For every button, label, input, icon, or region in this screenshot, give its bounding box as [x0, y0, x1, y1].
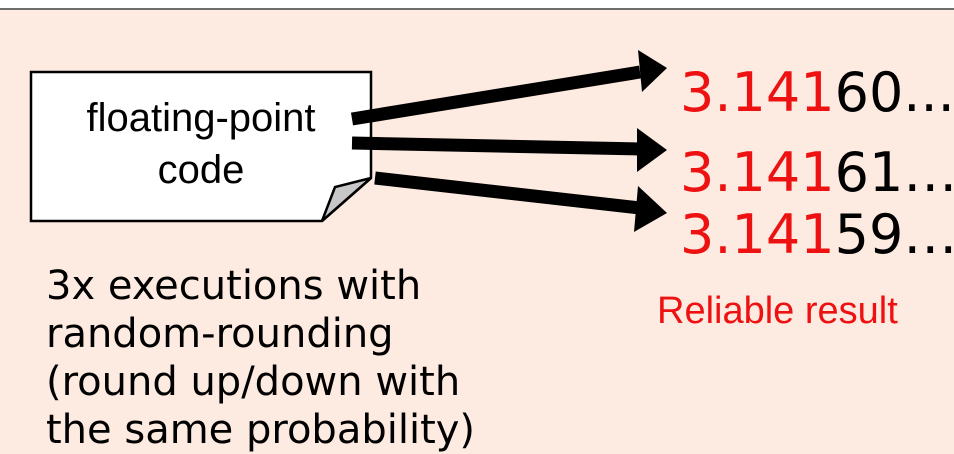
result-2-prefix: 3.141	[680, 141, 835, 204]
arrow-3-head	[634, 186, 667, 232]
result-2-suffix: 61…	[834, 141, 954, 204]
arrow-2-head	[637, 128, 667, 172]
code-box-line-2: code	[157, 148, 245, 192]
result-3: 3.14159…	[680, 205, 954, 265]
caption-line-2: random-rounding	[46, 311, 394, 357]
code-box-fold	[320, 176, 372, 222]
top-rule	[0, 0, 954, 10]
code-box-label: floating-point code	[31, 92, 371, 196]
caption-line-4: the same probability)	[46, 407, 476, 453]
caption-line-3: (round up/down with	[46, 359, 461, 405]
arrow-2-shaft	[351, 136, 641, 156]
result-3-suffix: 59…	[834, 203, 954, 266]
arrow-1-head	[638, 50, 667, 92]
result-1-suffix: 60...	[834, 61, 954, 124]
caption: 3x executions with random-rounding (roun…	[46, 262, 476, 454]
caption-line-1: 3x executions with	[46, 263, 422, 309]
code-box-line-1: floating-point	[86, 96, 316, 140]
arrow-1-shaft	[350, 65, 642, 126]
result-1: 3.14160...	[680, 63, 954, 123]
result-3-prefix: 3.141	[680, 203, 835, 266]
result-2: 3.14161…	[680, 143, 954, 203]
arrow-3-shaft	[374, 171, 641, 215]
result-1-prefix: 3.141	[680, 61, 835, 124]
reliable-result-label: Reliable result	[657, 290, 898, 332]
